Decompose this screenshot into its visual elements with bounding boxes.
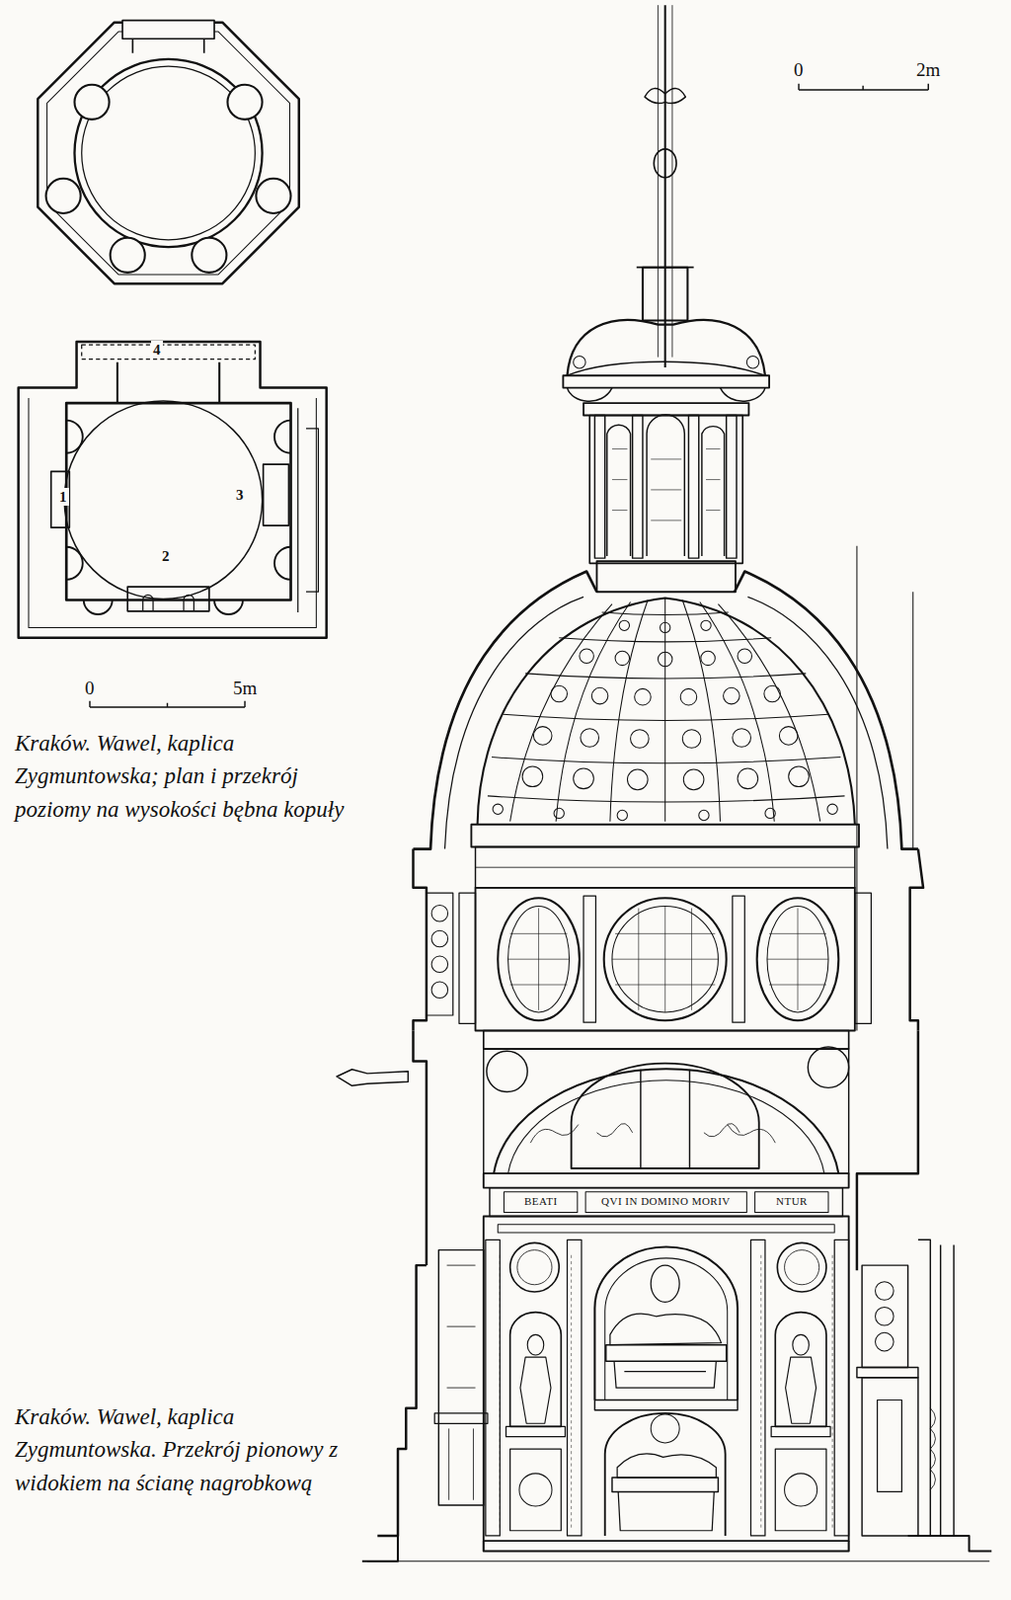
scale-unit: 5m bbox=[233, 677, 257, 700]
scale-unit: 2m bbox=[916, 59, 940, 82]
scale-number: 0 bbox=[793, 59, 804, 82]
scale-number: 0 bbox=[84, 677, 95, 700]
inscription-text: QVI IN DOMINO MORIV bbox=[599, 1194, 733, 1208]
callout-number: 2 bbox=[159, 546, 172, 565]
figure-caption: Kraków. Wawel, kaplica Zygmuntowska; pla… bbox=[14, 726, 356, 826]
inscription-text: NTUR bbox=[774, 1194, 810, 1208]
inscription-text: BEATI bbox=[522, 1194, 560, 1208]
callout-number: 3 bbox=[233, 485, 246, 504]
callout-number: 4 bbox=[151, 340, 163, 359]
callout-number: 1 bbox=[57, 487, 70, 506]
figure-caption: Kraków. Wawel, kaplica Zygmuntowska. Prz… bbox=[14, 1399, 381, 1499]
